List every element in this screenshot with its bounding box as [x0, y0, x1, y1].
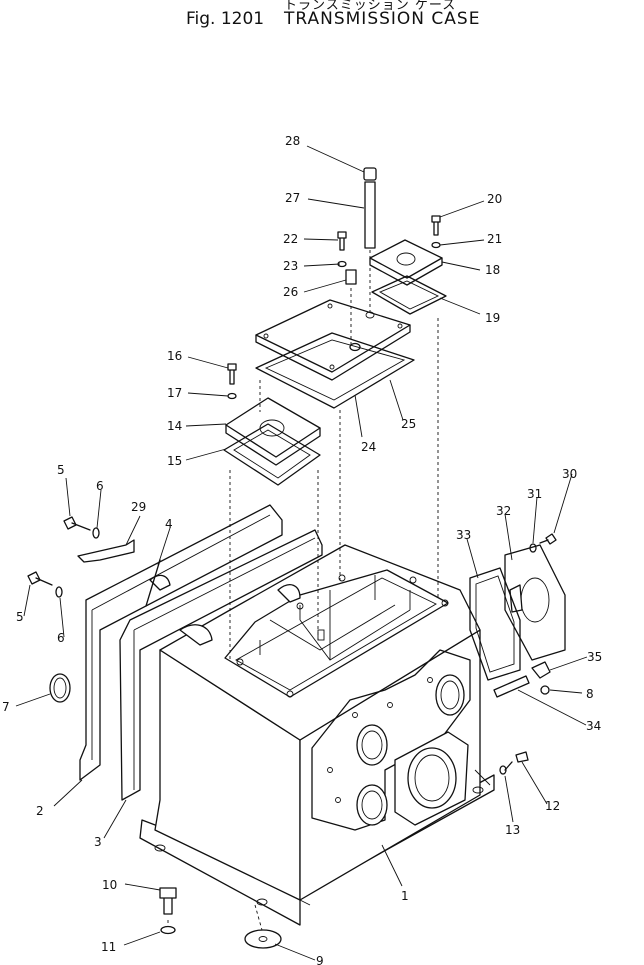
callout-7: 7 — [2, 700, 10, 714]
washer-9 — [244, 929, 282, 949]
callout-18: 18 — [485, 263, 500, 277]
bolt-5-upper — [63, 516, 91, 531]
figure-number: Fig. 1201 — [186, 9, 265, 29]
figure-title: TRANSMISSION CASE — [284, 9, 481, 29]
elbow-35 — [531, 661, 551, 679]
callout-13: 13 — [505, 823, 520, 837]
callout-29: 29 — [131, 500, 146, 514]
callout-16: 16 — [167, 349, 182, 363]
callout-14: 14 — [167, 419, 182, 433]
callout-5-upper: 5 — [57, 463, 65, 477]
breather-pipe-27 — [364, 181, 376, 249]
gasket-15 — [223, 423, 321, 486]
callout-19: 19 — [485, 311, 500, 325]
callout-28: 28 — [285, 134, 300, 148]
callout-11: 11 — [101, 940, 116, 954]
washer-17 — [227, 392, 237, 400]
assembly-lines — [167, 250, 439, 931]
japanese-title: トランスミッション ケース — [284, 0, 457, 13]
callout-15: 15 — [167, 454, 182, 468]
leader-lines — [15, 145, 588, 961]
callout-31: 31 — [527, 487, 542, 501]
callout-10: 10 — [102, 878, 117, 892]
callout-2: 2 — [36, 804, 44, 818]
bolt-12 — [504, 751, 529, 771]
callout-9: 9 — [316, 954, 324, 965]
callout-6-upper: 6 — [96, 479, 104, 493]
callout-27: 27 — [285, 191, 300, 205]
callout-26: 26 — [283, 285, 298, 299]
bolt-20 — [431, 215, 441, 236]
pipe-34 — [493, 675, 530, 698]
washer-31 — [529, 543, 537, 553]
oil-seal-7 — [49, 673, 71, 703]
bolt-22 — [337, 231, 347, 251]
bolt-10 — [159, 887, 177, 915]
callout-23: 23 — [283, 259, 298, 273]
washer-11 — [160, 925, 176, 935]
cover-18 — [369, 239, 443, 286]
plug-26 — [345, 269, 357, 285]
callout-17: 17 — [167, 386, 182, 400]
bolt-5-lower — [27, 571, 53, 586]
cap-28 — [363, 167, 377, 181]
dowel-pin-4 — [145, 559, 161, 607]
callout-24: 24 — [361, 440, 376, 454]
washer-6-lower — [55, 586, 63, 598]
callout-8: 8 — [586, 687, 594, 701]
callout-32: 32 — [496, 504, 511, 518]
callout-12: 12 — [545, 799, 560, 813]
gasket-19 — [371, 275, 447, 315]
callout-30: 30 — [562, 467, 577, 481]
callout-34: 34 — [586, 719, 601, 733]
washer-21 — [431, 241, 441, 249]
callout-6-lower: 6 — [57, 631, 65, 645]
callout-21: 21 — [487, 232, 502, 246]
cover-14 — [225, 397, 321, 466]
transmission-case — [139, 544, 495, 926]
bolt-16 — [227, 363, 237, 385]
callout-22: 22 — [283, 232, 298, 246]
gasket-2 — [79, 504, 283, 781]
callout-33: 33 — [456, 528, 471, 542]
callout-25: 25 — [401, 417, 416, 431]
callout-4: 4 — [165, 517, 173, 531]
callout-labels: 28 27 22 23 26 20 21 18 19 16 17 14 15 2… — [2, 134, 602, 965]
gasket-33 — [469, 567, 521, 681]
callout-3: 3 — [94, 835, 102, 849]
gasket-25 — [255, 332, 415, 409]
gasket-3 — [119, 529, 323, 801]
callout-20: 20 — [487, 192, 502, 206]
plug-8 — [540, 685, 550, 695]
washer-6-upper — [92, 527, 100, 539]
washer-13 — [499, 765, 507, 775]
figure-header: トランスミッション ケース Fig. 1201 TRANSMISSION CAS… — [0, 0, 644, 40]
bracket-29 — [77, 539, 135, 563]
callout-5-lower: 5 — [16, 610, 24, 624]
callout-35: 35 — [587, 650, 602, 664]
bolt-30 — [539, 533, 557, 545]
callout-1: 1 — [401, 889, 409, 903]
